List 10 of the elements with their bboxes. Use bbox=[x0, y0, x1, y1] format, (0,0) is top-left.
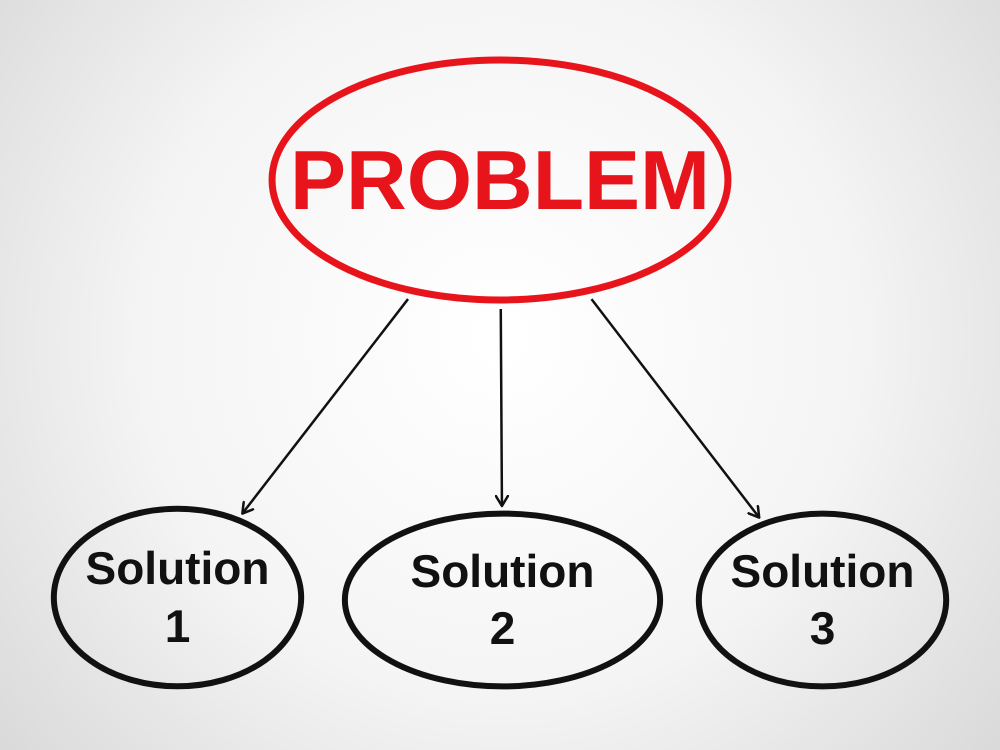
node-label: Solution 1 bbox=[84, 541, 270, 654]
arrow bbox=[494, 309, 510, 508]
arrow bbox=[241, 298, 410, 515]
ellipse-node bbox=[50, 505, 305, 690]
ellipse-node bbox=[340, 510, 665, 690]
ellipse-node bbox=[695, 510, 950, 690]
node-label: PROBLEM bbox=[290, 132, 710, 228]
node-label: Solution 3 bbox=[730, 544, 916, 656]
node-label: Solution 2 bbox=[410, 544, 596, 656]
arrow bbox=[590, 298, 760, 519]
